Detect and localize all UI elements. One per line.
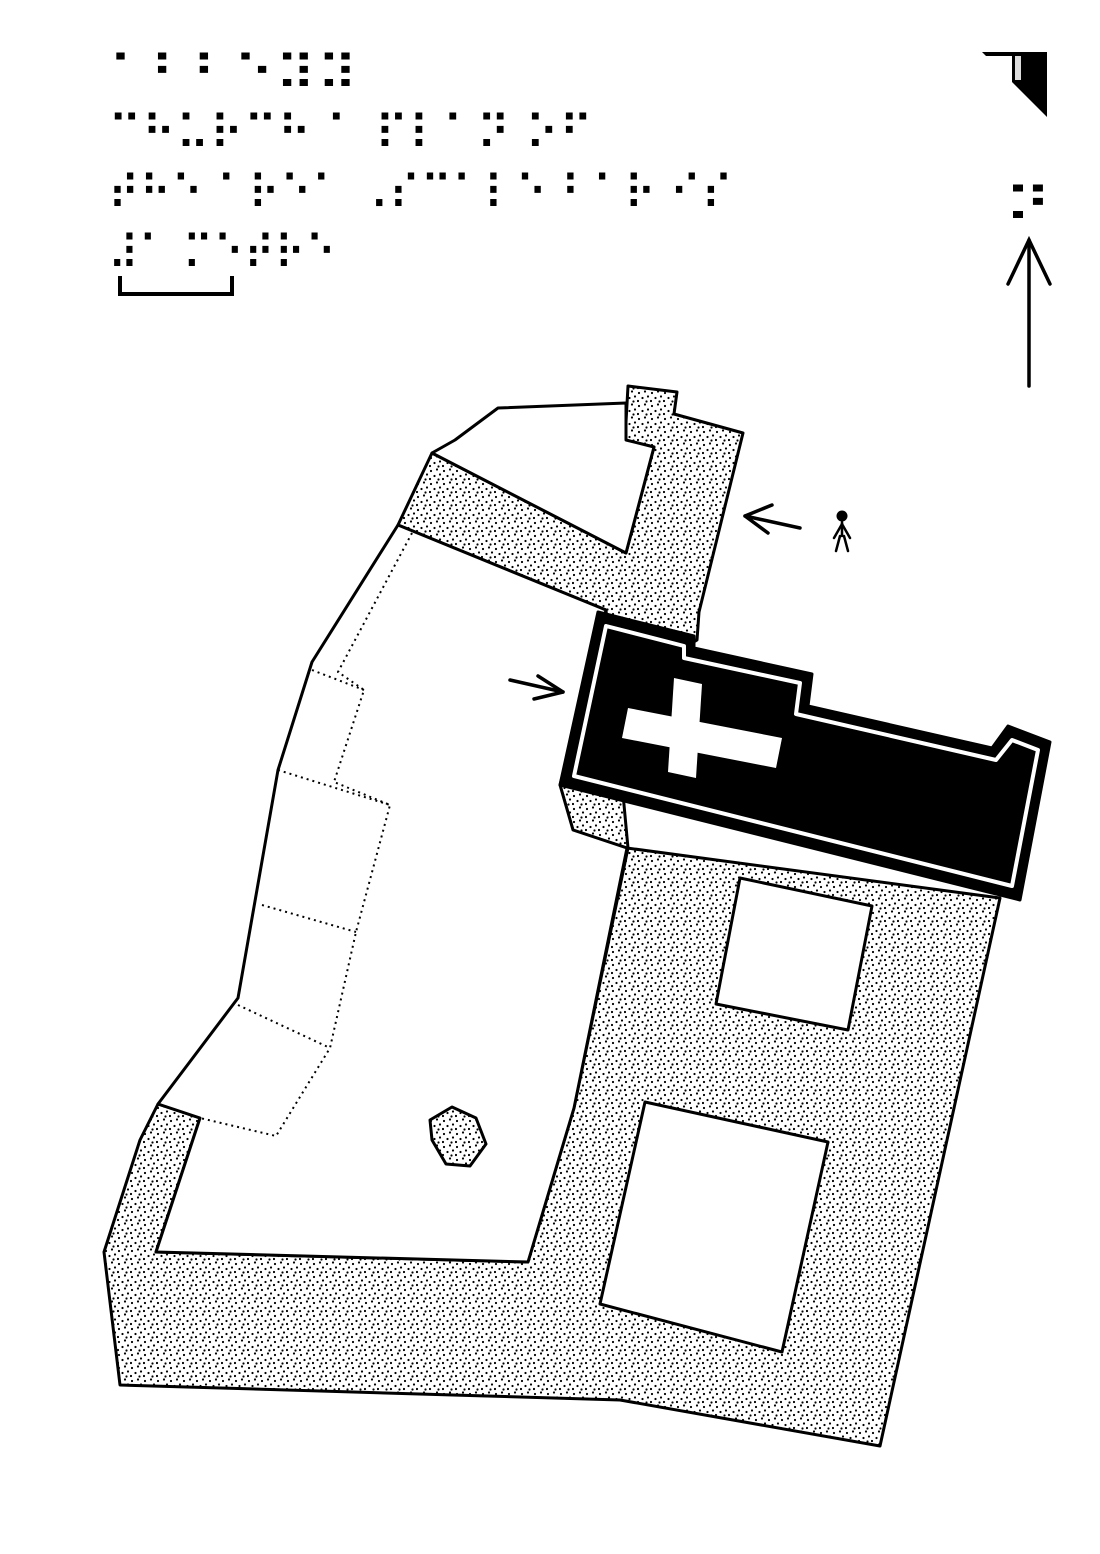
dotted-cloister-boundaries [199, 532, 413, 1137]
stippled-ground-area [102, 384, 1002, 1448]
scale-bar [118, 276, 234, 296]
north-arrow-icon [1006, 235, 1052, 388]
north-label: ⠝ [1003, 178, 1053, 234]
entrance-arrow-icon [743, 503, 802, 535]
braille-title-line-4: ⠼⠁ ⠍⠑⠞⠗⠑ [108, 226, 336, 282]
church-entrance-arrow-icon [508, 674, 565, 701]
church-inner-outline [572, 624, 1040, 888]
open-area-north [430, 401, 656, 555]
braille-title-line-1: ⠁⠃⠃⠑⠽⠽ [108, 46, 358, 102]
cross-icon [622, 678, 782, 778]
courtyard [154, 523, 629, 1264]
person-icon [832, 510, 852, 553]
braille-title-line-2: ⠉⠓⠥⠗⠉⠓ ⠁ ⠏⠇⠁⠝ ⠕⠋ [108, 106, 593, 162]
orientation-corner-icon [982, 52, 1047, 117]
braille-title-line-3: ⠞⠓⠑ ⠁⠗⠑⠁ ⠠⠎⠉⠁⠇⠑ ⠃⠁⠗ ⠊⠎ [108, 166, 733, 222]
hexagon-icon [428, 1105, 488, 1168]
braille-title: ⠁⠃⠃⠑⠽⠽ ⠉⠓⠥⠗⠉⠓ ⠁ ⠏⠇⠁⠝ ⠕⠋ ⠞⠓⠑ ⠁⠗⠑⠁ ⠠⠎⠉⠁⠇⠑ … [108, 46, 733, 282]
site-plan [102, 384, 1052, 1448]
